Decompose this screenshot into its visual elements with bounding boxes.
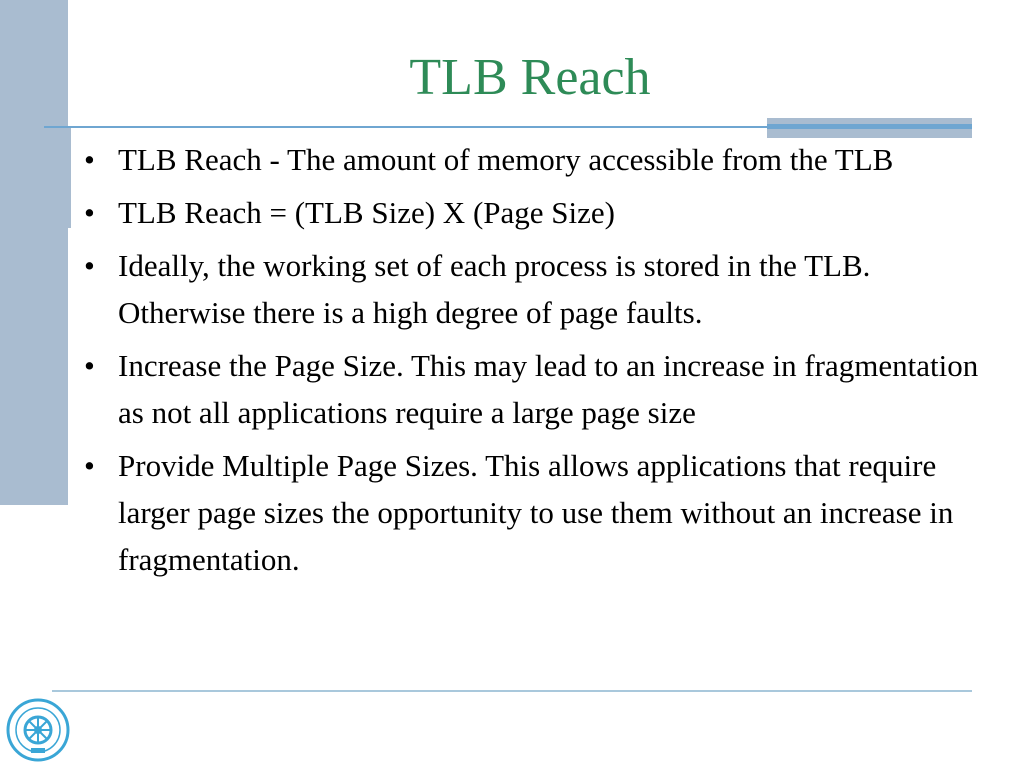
- bullet-marker: •: [84, 348, 95, 383]
- title-divider: [44, 126, 972, 128]
- bullet-marker: •: [84, 195, 95, 230]
- bullet-marker: •: [84, 448, 95, 483]
- footer-divider: [52, 690, 972, 692]
- slide-title: TLB Reach: [409, 49, 651, 106]
- bullet-text: TLB Reach - The amount of memory accessi…: [118, 142, 894, 177]
- left-bar-edge: [68, 128, 71, 228]
- bullet-text: Ideally, the working set of each process…: [118, 248, 871, 330]
- bullet-item: • Increase the Page Size. This may lead …: [84, 342, 994, 436]
- left-decorative-bar: [0, 0, 68, 505]
- bullet-text: Provide Multiple Page Sizes. This allows…: [118, 448, 954, 577]
- bullet-item: • TLB Reach - The amount of memory acces…: [84, 136, 994, 183]
- university-seal-icon: [6, 698, 70, 762]
- bullet-marker: •: [84, 142, 95, 177]
- bullet-text: TLB Reach = (TLB Size) X (Page Size): [118, 195, 615, 230]
- bullet-list: • TLB Reach - The amount of memory acces…: [84, 136, 994, 589]
- bullet-item: • Ideally, the working set of each proce…: [84, 242, 994, 336]
- accent-stripe: [767, 124, 972, 129]
- bullet-text: Increase the Page Size. This may lead to…: [118, 348, 979, 430]
- bullet-item: • TLB Reach = (TLB Size) X (Page Size): [84, 189, 994, 236]
- bullet-item: • Provide Multiple Page Sizes. This allo…: [84, 442, 994, 583]
- bullet-marker: •: [84, 248, 95, 283]
